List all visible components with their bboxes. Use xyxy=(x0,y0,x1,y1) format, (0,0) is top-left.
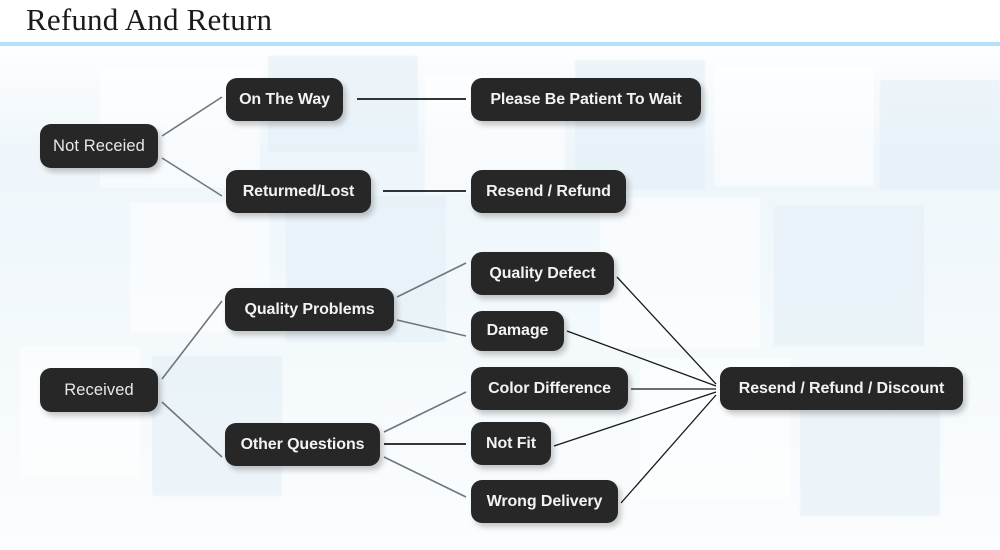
page-title: Refund And Return xyxy=(26,2,273,37)
node-resend-refund-discount[interactable]: Resend / Refund / Discount xyxy=(720,367,963,410)
node-damage[interactable]: Damage xyxy=(471,311,564,351)
node-label: Please Be Patient To Wait xyxy=(490,90,682,108)
background-block xyxy=(600,198,760,348)
background-block xyxy=(714,66,874,186)
node-label: Wrong Delivery xyxy=(486,492,603,510)
node-wrong-delivery[interactable]: Wrong Delivery xyxy=(471,480,618,523)
node-received[interactable]: Received xyxy=(40,368,158,412)
node-please-be-patient-to-wait[interactable]: Please Be Patient To Wait xyxy=(471,78,701,121)
title-divider xyxy=(0,42,1000,46)
node-label: Received xyxy=(64,380,134,399)
node-other-questions[interactable]: Other Questions xyxy=(225,423,380,466)
node-label: Resend / Refund xyxy=(486,182,611,200)
node-resend-refund[interactable]: Resend / Refund xyxy=(471,170,626,213)
node-returned-lost[interactable]: Returmed/Lost xyxy=(226,170,371,213)
background-block xyxy=(880,80,1000,190)
node-label: Not Receied xyxy=(53,136,145,155)
node-label: Color Difference xyxy=(488,379,611,397)
node-not-fit[interactable]: Not Fit xyxy=(471,422,551,465)
node-label: Returmed/Lost xyxy=(242,182,355,200)
node-on-the-way[interactable]: On The Way xyxy=(226,78,343,121)
page-header: Refund And Return xyxy=(0,0,1000,46)
node-not-received[interactable]: Not Receied xyxy=(40,124,158,168)
node-label: Not Fit xyxy=(486,434,536,452)
node-quality-defect[interactable]: Quality Defect xyxy=(471,252,614,295)
diagram-canvas xyxy=(0,46,1000,550)
node-label: Damage xyxy=(486,322,549,339)
node-color-difference[interactable]: Color Difference xyxy=(471,367,628,410)
background-block xyxy=(774,206,924,346)
node-quality-problems[interactable]: Quality Problems xyxy=(225,288,394,331)
node-label: Quality Problems xyxy=(244,300,375,318)
node-label: On The Way xyxy=(239,90,330,108)
node-label: Other Questions xyxy=(240,435,365,453)
node-label: Resend / Refund / Discount xyxy=(738,379,945,397)
node-label: Quality Defect xyxy=(489,264,596,282)
